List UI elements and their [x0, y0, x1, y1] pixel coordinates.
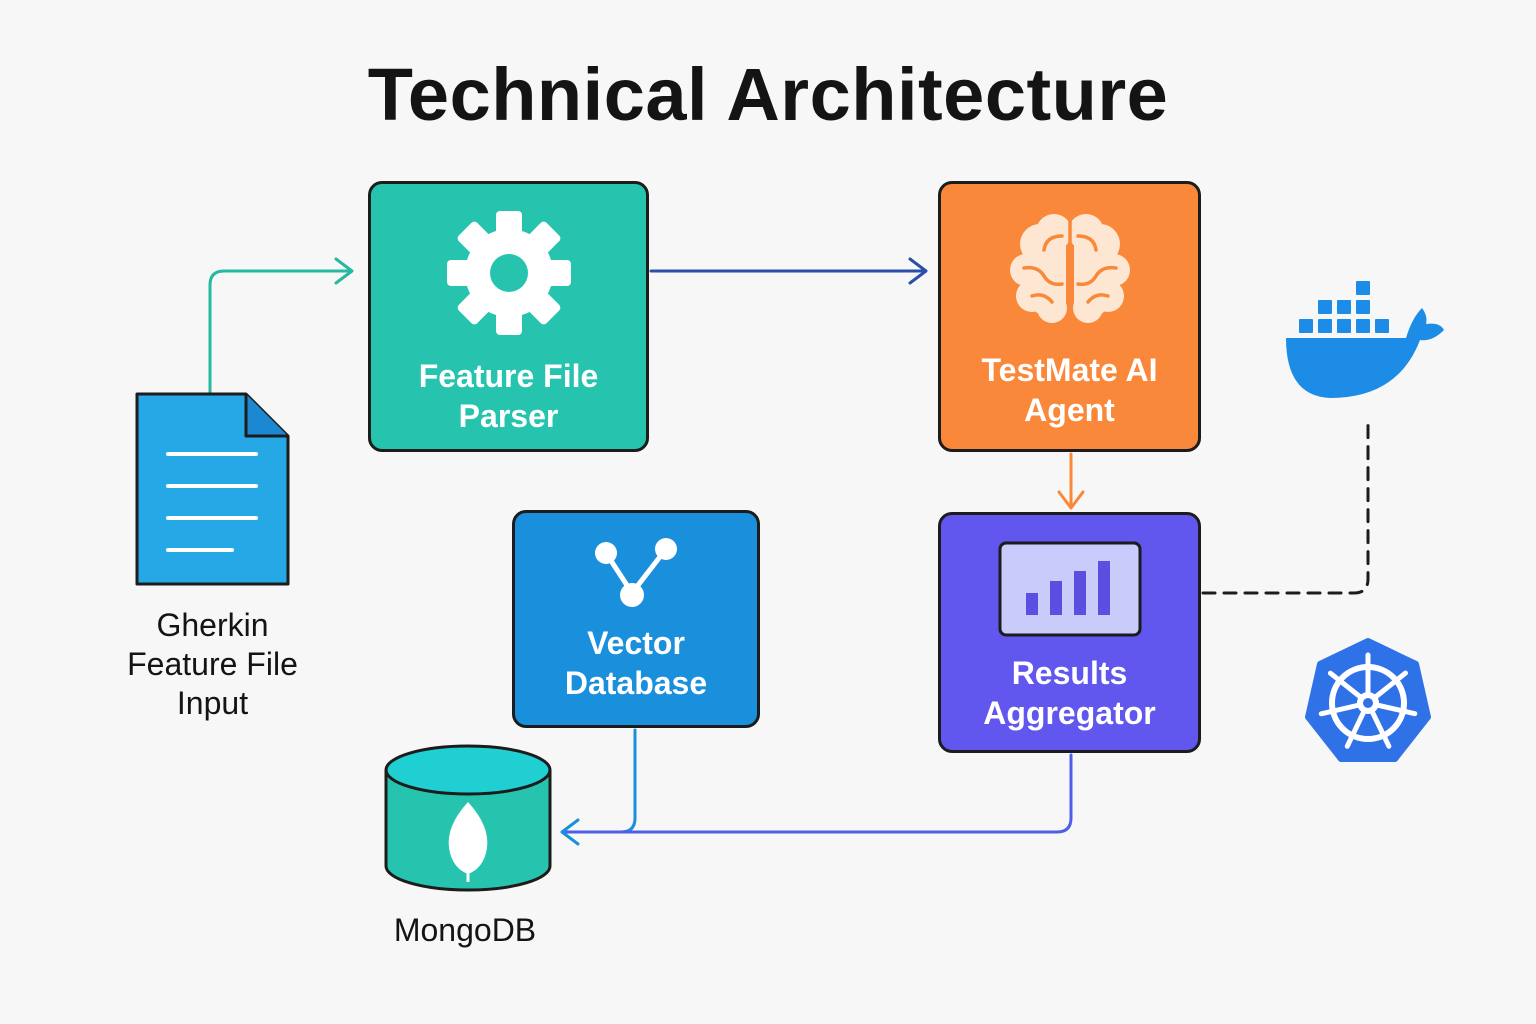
document-icon — [135, 392, 290, 586]
vector-label: Vector Database — [564, 625, 708, 701]
bar-chart-icon — [998, 541, 1141, 637]
gear-icon — [446, 211, 571, 335]
results-aggregator-node[interactable]: Results Aggregator — [938, 512, 1201, 753]
brain-icon — [1009, 214, 1130, 324]
gherkin-input-label: Gherkin Feature File Input — [127, 607, 298, 721]
leaf-icon — [448, 802, 488, 882]
aggregator-label: Results Aggregator — [983, 655, 1156, 731]
docker-whale-icon — [1286, 281, 1444, 398]
testmate-ai-agent-node[interactable]: TestMate AI Agent — [938, 181, 1201, 452]
kubernetes-helm-icon — [1305, 638, 1431, 762]
parser-label: Feature File Parser — [418, 358, 599, 434]
arrowhead-aggregator — [1057, 490, 1085, 510]
vector-database-node[interactable]: Vector Database — [512, 510, 760, 728]
edge-aggregator-docker — [1201, 423, 1370, 595]
page-title: Technical Architecture — [367, 53, 1169, 136]
mongodb-label: MongoDB — [393, 912, 537, 948]
arrowhead-parser — [334, 257, 354, 285]
edge-aggregator-mongodb — [563, 753, 1073, 834]
graph-nodes-icon — [595, 538, 677, 607]
edge-gherkin-parser — [208, 269, 352, 394]
agent-label: TestMate AI Agent — [981, 352, 1158, 428]
arrowhead-mongodb — [560, 818, 580, 846]
feature-file-parser-node[interactable]: Feature File Parser — [368, 181, 649, 452]
arrowhead-agent — [908, 257, 928, 285]
database-cylinder-icon — [384, 744, 552, 892]
